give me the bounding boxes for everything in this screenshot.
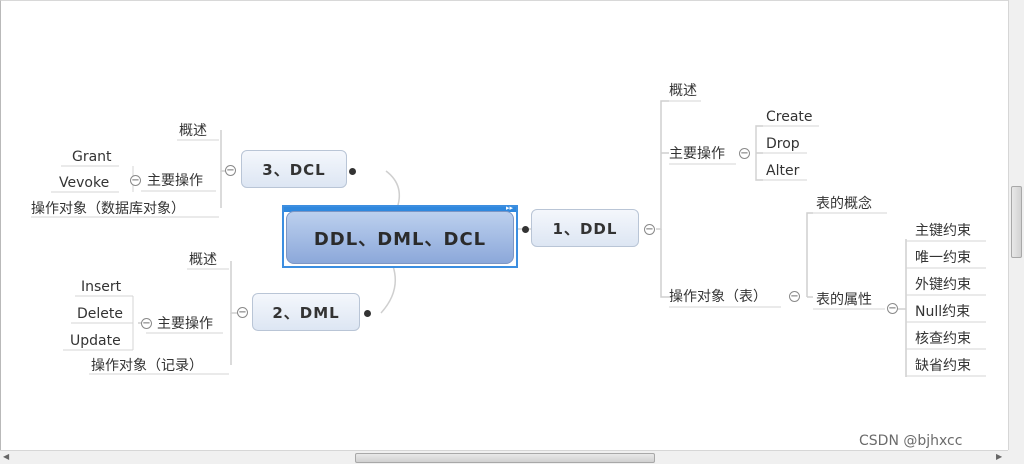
ddl-connector-dot: [522, 226, 529, 233]
ddl-op-alter[interactable]: Alter: [766, 163, 800, 179]
dml-op-delete[interactable]: Delete: [77, 306, 123, 322]
vertical-scroll-thumb[interactable]: [1011, 186, 1022, 258]
ddl-table-props[interactable]: 表的属性: [816, 292, 872, 308]
dcl-ops-collapse-icon[interactable]: −: [130, 175, 141, 186]
ddl-object-collapse-icon[interactable]: −: [789, 291, 800, 302]
root-topic[interactable]: DDL、DML、DCL: [286, 211, 514, 264]
constraint-unique[interactable]: 唯一约束: [915, 250, 971, 266]
ddl-overview[interactable]: 概述: [669, 83, 697, 99]
constraint-null[interactable]: Null约束: [915, 304, 971, 320]
horizontal-scrollbar[interactable]: ◀ ▶: [0, 450, 1008, 464]
selection-bar: ▸▸: [284, 204, 516, 212]
dcl-overview[interactable]: 概述: [179, 123, 207, 139]
constraint-foreign-key[interactable]: 外键约束: [915, 277, 971, 293]
dml-object[interactable]: 操作对象（记录）: [91, 358, 203, 374]
selection-handle-icon: ▸▸: [505, 204, 513, 212]
ddl-op-create[interactable]: Create: [766, 109, 813, 125]
dml-op-update[interactable]: Update: [70, 333, 121, 349]
connector-lines: [31, 100, 986, 377]
dcl-topic[interactable]: 3、DCL: [241, 150, 347, 188]
dcl-main-ops[interactable]: 主要操作: [147, 173, 203, 189]
dml-collapse-icon[interactable]: −: [237, 307, 248, 318]
ddl-op-drop[interactable]: Drop: [766, 136, 800, 152]
dml-topic[interactable]: 2、DML: [252, 293, 360, 331]
dcl-object[interactable]: 操作对象（数据库对象）: [31, 201, 185, 217]
constraint-primary-key[interactable]: 主键约束: [915, 223, 971, 239]
ddl-ops-collapse-icon[interactable]: −: [739, 148, 750, 159]
ddl-main-ops[interactable]: 主要操作: [669, 146, 725, 162]
constraint-check[interactable]: 核查约束: [915, 331, 971, 347]
watermark: CSDN @bjhxcc: [859, 433, 963, 449]
constraint-default[interactable]: 缺省约束: [915, 358, 971, 374]
ddl-object[interactable]: 操作对象（表）: [669, 289, 767, 305]
dml-ops-collapse-icon[interactable]: −: [141, 318, 152, 329]
dcl-op-grant[interactable]: Grant: [72, 149, 112, 165]
dcl-collapse-icon[interactable]: −: [225, 165, 236, 176]
dcl-op-vevoke[interactable]: Vevoke: [59, 175, 110, 191]
dcl-connector-dot: [349, 168, 356, 175]
ddl-props-collapse-icon[interactable]: −: [887, 303, 898, 314]
dml-overview[interactable]: 概述: [189, 252, 217, 268]
ddl-topic[interactable]: 1、DDL: [531, 209, 639, 247]
scroll-corner: [1008, 450, 1024, 464]
dml-main-ops[interactable]: 主要操作: [157, 316, 213, 332]
horizontal-scroll-thumb[interactable]: [355, 453, 655, 463]
vertical-scrollbar[interactable]: [1008, 0, 1024, 450]
ddl-collapse-icon[interactable]: −: [644, 224, 655, 235]
scroll-right-icon[interactable]: ▶: [996, 452, 1003, 461]
mindmap-canvas[interactable]: ▸▸ DDL、DML、DCL 1、DDL − 概述 主要操作 − Create …: [0, 0, 1008, 450]
dml-op-insert[interactable]: Insert: [81, 279, 122, 295]
ddl-table-concept[interactable]: 表的概念: [816, 196, 872, 212]
dml-connector-dot: [364, 310, 371, 317]
scroll-left-icon[interactable]: ◀: [3, 452, 10, 461]
